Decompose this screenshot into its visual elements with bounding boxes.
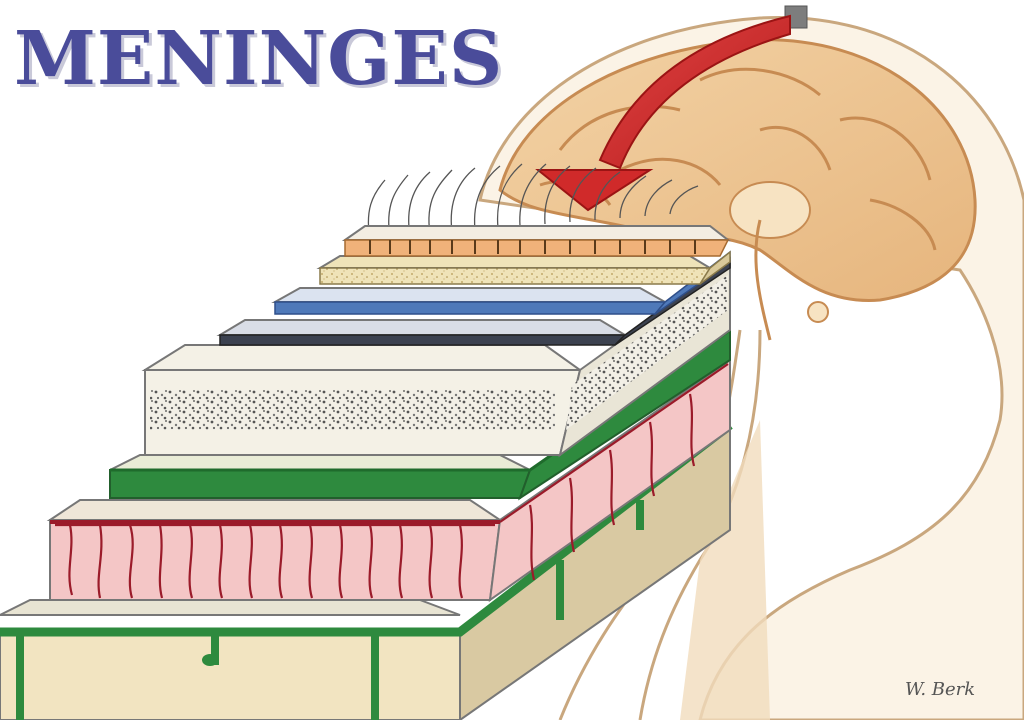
page-title: MENINGES	[14, 22, 503, 96]
layer-scalp	[345, 226, 728, 256]
layer-stack	[0, 226, 730, 720]
layer-sand	[320, 252, 730, 284]
artist-signature: W. Berk	[905, 679, 975, 700]
